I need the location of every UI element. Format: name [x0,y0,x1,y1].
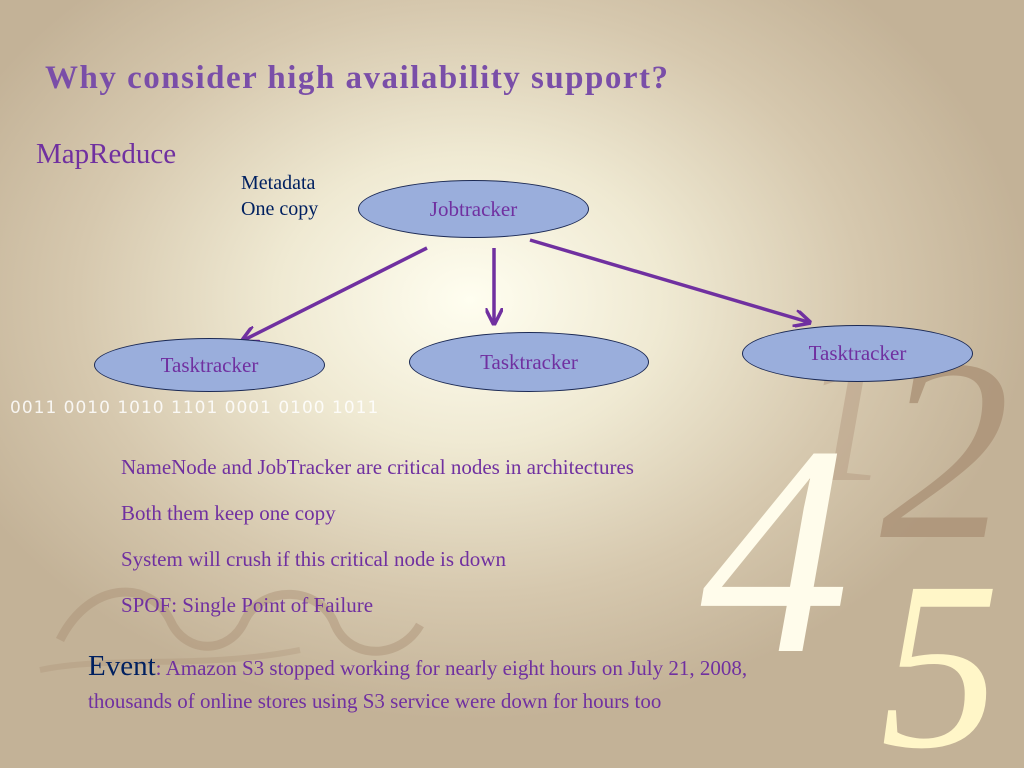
bullet-item: System will crush if this critical node … [121,547,506,571]
event-label: Event [88,650,156,682]
slide-title: Why consider high availability support? [45,60,670,96]
binary-decoration: 0011 0010 1010 1101 0001 0100 1011 [10,398,380,418]
tasktracker-middle-node: Tasktracker [409,332,649,392]
bullet-item: Both them keep one copy [121,501,336,525]
event-line-1: Event: Amazon S3 stopped working for nea… [88,650,988,685]
tasktracker-left-node: Tasktracker [94,338,325,392]
section-heading: MapReduce [36,138,177,170]
event-text: : Amazon S3 stopped working for nearly e… [155,656,748,680]
arrow-to-tasktracker-right [529,238,808,322]
arrow-to-tasktracker-left [244,246,428,340]
event-note: Event: Amazon S3 stopped working for nea… [88,650,988,718]
metadata-label: Metadata [241,172,316,194]
bullet-list: NameNode and JobTracker are critical nod… [121,454,634,638]
bullet-item: NameNode and JobTracker are critical nod… [121,455,634,479]
jobtracker-node: Jobtracker [358,180,589,238]
event-line-2: thousands of online stores using S3 serv… [88,689,662,713]
tasktracker-right-node: Tasktracker [742,325,973,382]
one-copy-label: One copy [241,198,319,220]
bullet-item: SPOF: Single Point of Failure [121,593,374,617]
